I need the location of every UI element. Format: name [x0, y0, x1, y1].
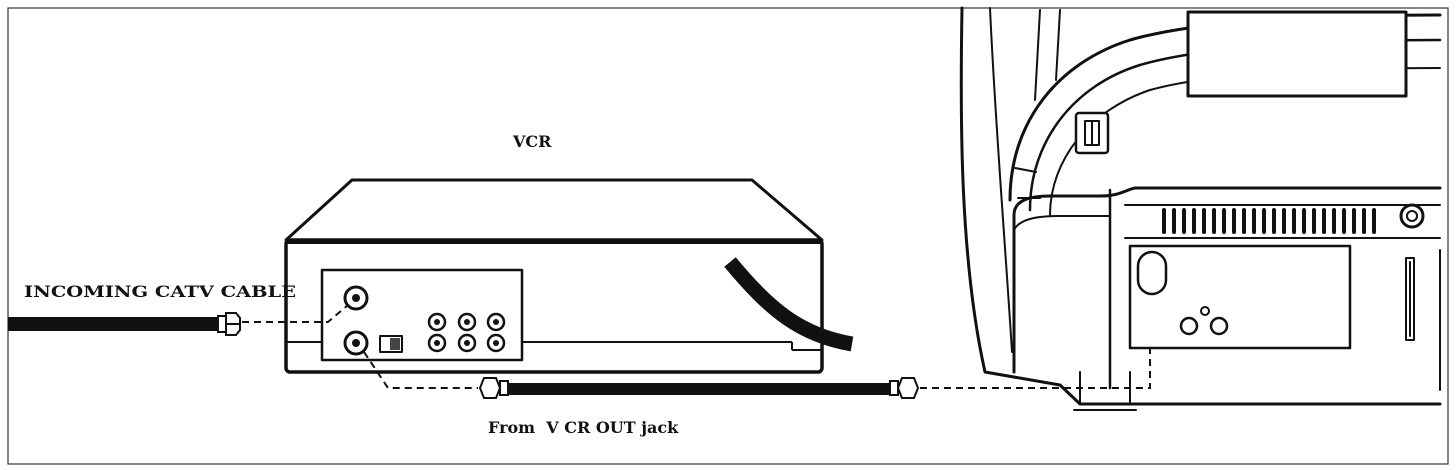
av-jacks [427, 312, 506, 353]
tv-antenna-jack [1136, 250, 1168, 296]
output-connector-right-icon [889, 377, 920, 399]
from-vcr-out-label: From V CR OUT jack [488, 418, 679, 437]
vcr-unit [284, 178, 854, 374]
incoming-cable-label: INCOMING CATV CABLE [24, 282, 296, 301]
incoming-cable [8, 312, 241, 336]
tv-screw [1399, 203, 1425, 229]
incoming-connector-icon [217, 312, 241, 336]
dashed-link-in [242, 304, 349, 323]
tv-av-jack [1179, 316, 1199, 336]
tv-label-plate [1186, 10, 1408, 98]
output-cable [478, 377, 920, 399]
tv-slot [1405, 257, 1415, 341]
diagram-frame [7, 7, 1449, 465]
output-connector-left-icon [478, 377, 509, 399]
tv-vents [1162, 208, 1376, 234]
vcr-label: VCR [512, 132, 552, 151]
power-cord [724, 257, 854, 352]
vcr-top-face [284, 178, 824, 242]
dashed-link-out-vcr [363, 351, 478, 389]
dashed-link-out-tv [920, 280, 1151, 389]
tv-rear-view [959, 6, 1442, 411]
